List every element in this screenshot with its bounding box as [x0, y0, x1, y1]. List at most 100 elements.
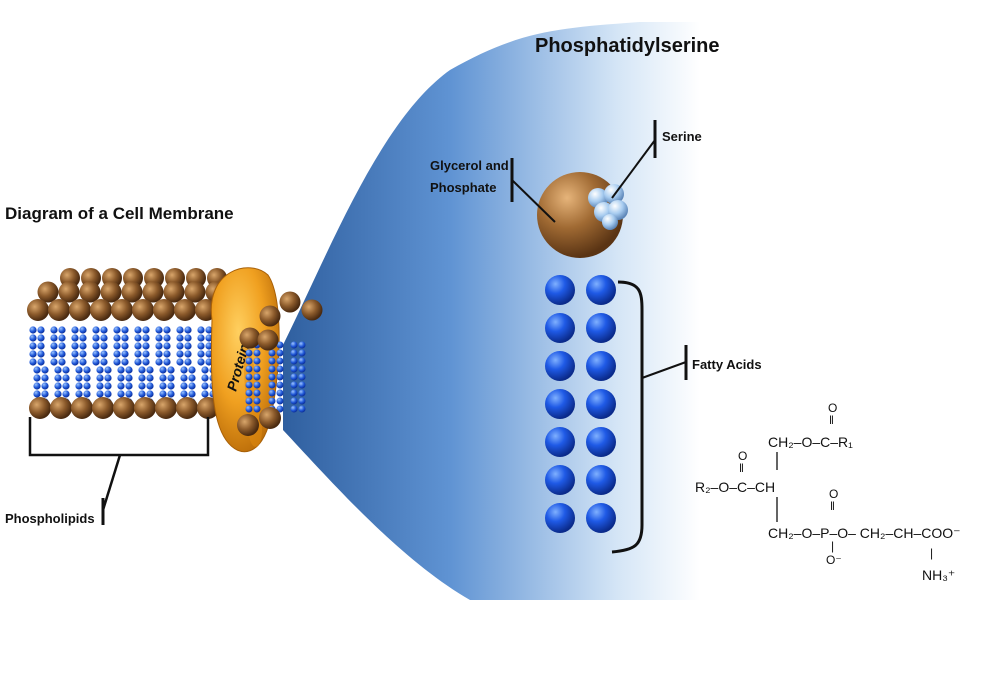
tail-bead — [83, 390, 91, 398]
tail-bead — [41, 382, 49, 390]
tail-bead — [163, 358, 171, 366]
fatty-acid-chain-right — [586, 275, 616, 533]
tail-bead — [62, 382, 70, 390]
tail-bead — [50, 326, 58, 334]
formula-row3: CH₂–O–P–O– CH₂–CH–COO⁻ — [768, 525, 961, 541]
tail-bead — [79, 350, 87, 358]
tail-bead — [75, 366, 83, 374]
tail-bead — [245, 397, 253, 405]
tail-bead — [155, 342, 163, 350]
tail-bead — [138, 390, 146, 398]
tail-bead — [121, 334, 129, 342]
tail-bead — [33, 382, 41, 390]
tail-bead — [276, 365, 284, 373]
tail-bead — [188, 382, 196, 390]
tail-bead — [58, 334, 66, 342]
tail-bead — [245, 373, 253, 381]
tail-bead — [184, 334, 192, 342]
tail-bead — [245, 349, 253, 357]
tail-bead — [201, 382, 209, 390]
formula-amine-bond: | — [930, 546, 933, 560]
head-bead — [134, 397, 156, 419]
tail-bead — [167, 382, 175, 390]
head-bead — [29, 397, 51, 419]
formula-row2-double-bond: ‖ — [739, 461, 744, 475]
tail-bead — [205, 350, 213, 358]
formula-row3-oxygen: O — [829, 487, 838, 501]
tail-bead — [188, 374, 196, 382]
tail-bead — [245, 405, 253, 413]
tail-bead — [268, 365, 276, 373]
tail-bead — [29, 334, 37, 342]
tail-bead — [83, 374, 91, 382]
title-left: Diagram of a Cell Membrane — [5, 204, 234, 223]
fatty-acid-bead — [586, 389, 616, 419]
fatty-acids-bracket — [611, 280, 644, 554]
tail-bead — [298, 397, 306, 405]
tail-bead — [155, 334, 163, 342]
tail-bead — [92, 350, 100, 358]
tail-bead — [180, 366, 188, 374]
zoom-callout — [283, 22, 700, 600]
tail-bead — [33, 390, 41, 398]
tail-bead — [184, 358, 192, 366]
tail-bead — [268, 357, 276, 365]
head-bead — [50, 397, 72, 419]
tail-bead — [205, 334, 213, 342]
tail-bead — [146, 382, 154, 390]
tail-bead — [113, 358, 121, 366]
formula-row1: CH₂–O–C–R₁ — [768, 434, 853, 450]
tail-bead — [37, 326, 45, 334]
glycerol-label-line1: Glycerol and — [430, 158, 509, 173]
tail-bead — [71, 350, 79, 358]
membrane-right-section — [237, 291, 323, 436]
tail-bead — [54, 374, 62, 382]
formula-row2: R₂–O–C–CH — [695, 479, 775, 495]
tail-bead — [104, 390, 112, 398]
title-right: Phosphatidylserine — [535, 35, 720, 57]
head-bead — [48, 299, 70, 321]
formula-row2-oxygen: O — [738, 449, 747, 463]
tail-bead — [100, 350, 108, 358]
tail-bead — [176, 334, 184, 342]
tail-bead — [92, 334, 100, 342]
tail-bead — [71, 342, 79, 350]
tail-bead — [163, 342, 171, 350]
tail-bead — [125, 374, 133, 382]
tail-bead — [159, 366, 167, 374]
tail-bead — [92, 326, 100, 334]
tail-bead — [41, 390, 49, 398]
fatty-acid-bead — [586, 427, 616, 457]
tail-bead — [134, 350, 142, 358]
tail-bead — [138, 366, 146, 374]
head-bead — [301, 299, 323, 321]
head-bead — [176, 397, 198, 419]
tail-bead — [176, 358, 184, 366]
tail-bead — [37, 342, 45, 350]
tail-bead — [50, 358, 58, 366]
fatty-acid-bead — [586, 351, 616, 381]
tail-bead — [41, 366, 49, 374]
tail-bead — [298, 341, 306, 349]
head-bead — [163, 281, 185, 303]
tail-bead — [205, 326, 213, 334]
head-bead — [239, 327, 261, 349]
tail-bead — [37, 350, 45, 358]
tail-bead — [54, 382, 62, 390]
tail-bead — [100, 326, 108, 334]
tail-bead — [134, 342, 142, 350]
tail-bead — [298, 357, 306, 365]
tail-bead — [268, 397, 276, 405]
head-bead — [155, 397, 177, 419]
tail-bead — [167, 374, 175, 382]
tail-bead — [167, 390, 175, 398]
head-bead — [58, 281, 80, 303]
tail-bead — [121, 342, 129, 350]
tail-bead — [79, 342, 87, 350]
tail-bead — [184, 342, 192, 350]
tail-bead — [113, 334, 121, 342]
tail-bead — [253, 405, 261, 413]
formula-amine: NH₃⁺ — [922, 567, 955, 583]
formula-row3-oxide: O⁻ — [826, 553, 842, 567]
